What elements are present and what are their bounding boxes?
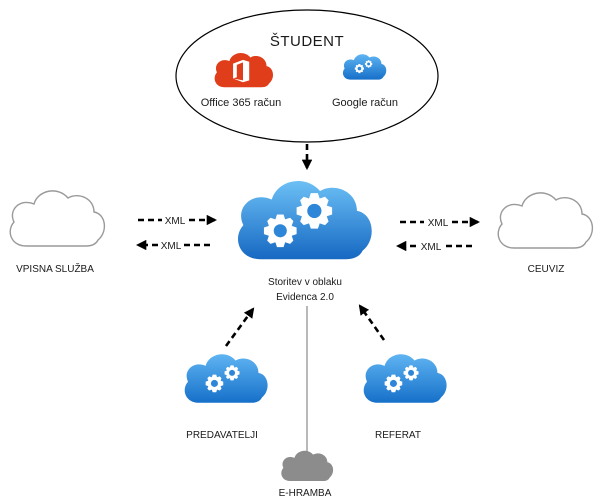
ehramba-cloud-icon (281, 450, 334, 481)
referat-cloud-icon (363, 354, 447, 403)
google-label: Google račun (332, 97, 398, 109)
student-ellipse (175, 9, 439, 143)
predavatelji-label: PREDAVATELJI (186, 430, 258, 441)
predavatelji-cloud-icon (184, 354, 268, 403)
arrow-left-in-label: XML (161, 241, 182, 252)
center-label-line2: Evidenca 2.0 (276, 292, 334, 303)
vpisna-sluzba-label: VPISNA SLUŽBA (16, 262, 94, 275)
ceuviz-label: CEUVIZ (528, 264, 565, 275)
arrow-predavatelji-to-center (224, 307, 255, 347)
ceuviz-cloud-icon (497, 192, 594, 249)
ehramba-label: E-HRAMBA (279, 488, 332, 499)
arrow-right-in-label: XML (421, 242, 442, 253)
arrow-referat-to-center (358, 304, 386, 341)
arrow-right-out: XML (400, 216, 481, 229)
arrow-left-out-label: XML (165, 216, 186, 227)
referat-label: REFERAT (375, 430, 421, 441)
vpisna-sluzba-cloud-icon (9, 190, 106, 247)
arrow-right-in: XML (395, 240, 474, 253)
center-cloud-icon (237, 180, 372, 260)
office365-label: Office 365 račun (201, 97, 282, 109)
student-title: ŠTUDENT (270, 33, 344, 50)
center-label-line1: Storitev v oblaku (268, 277, 342, 288)
office365-icon (214, 53, 274, 88)
student-group: ŠTUDENT Office 365 račun Google račun (175, 9, 439, 143)
arrow-left-out: XML (138, 214, 218, 227)
arrow-left-in: XML (135, 239, 213, 252)
arrow-right-out-label: XML (428, 218, 449, 229)
